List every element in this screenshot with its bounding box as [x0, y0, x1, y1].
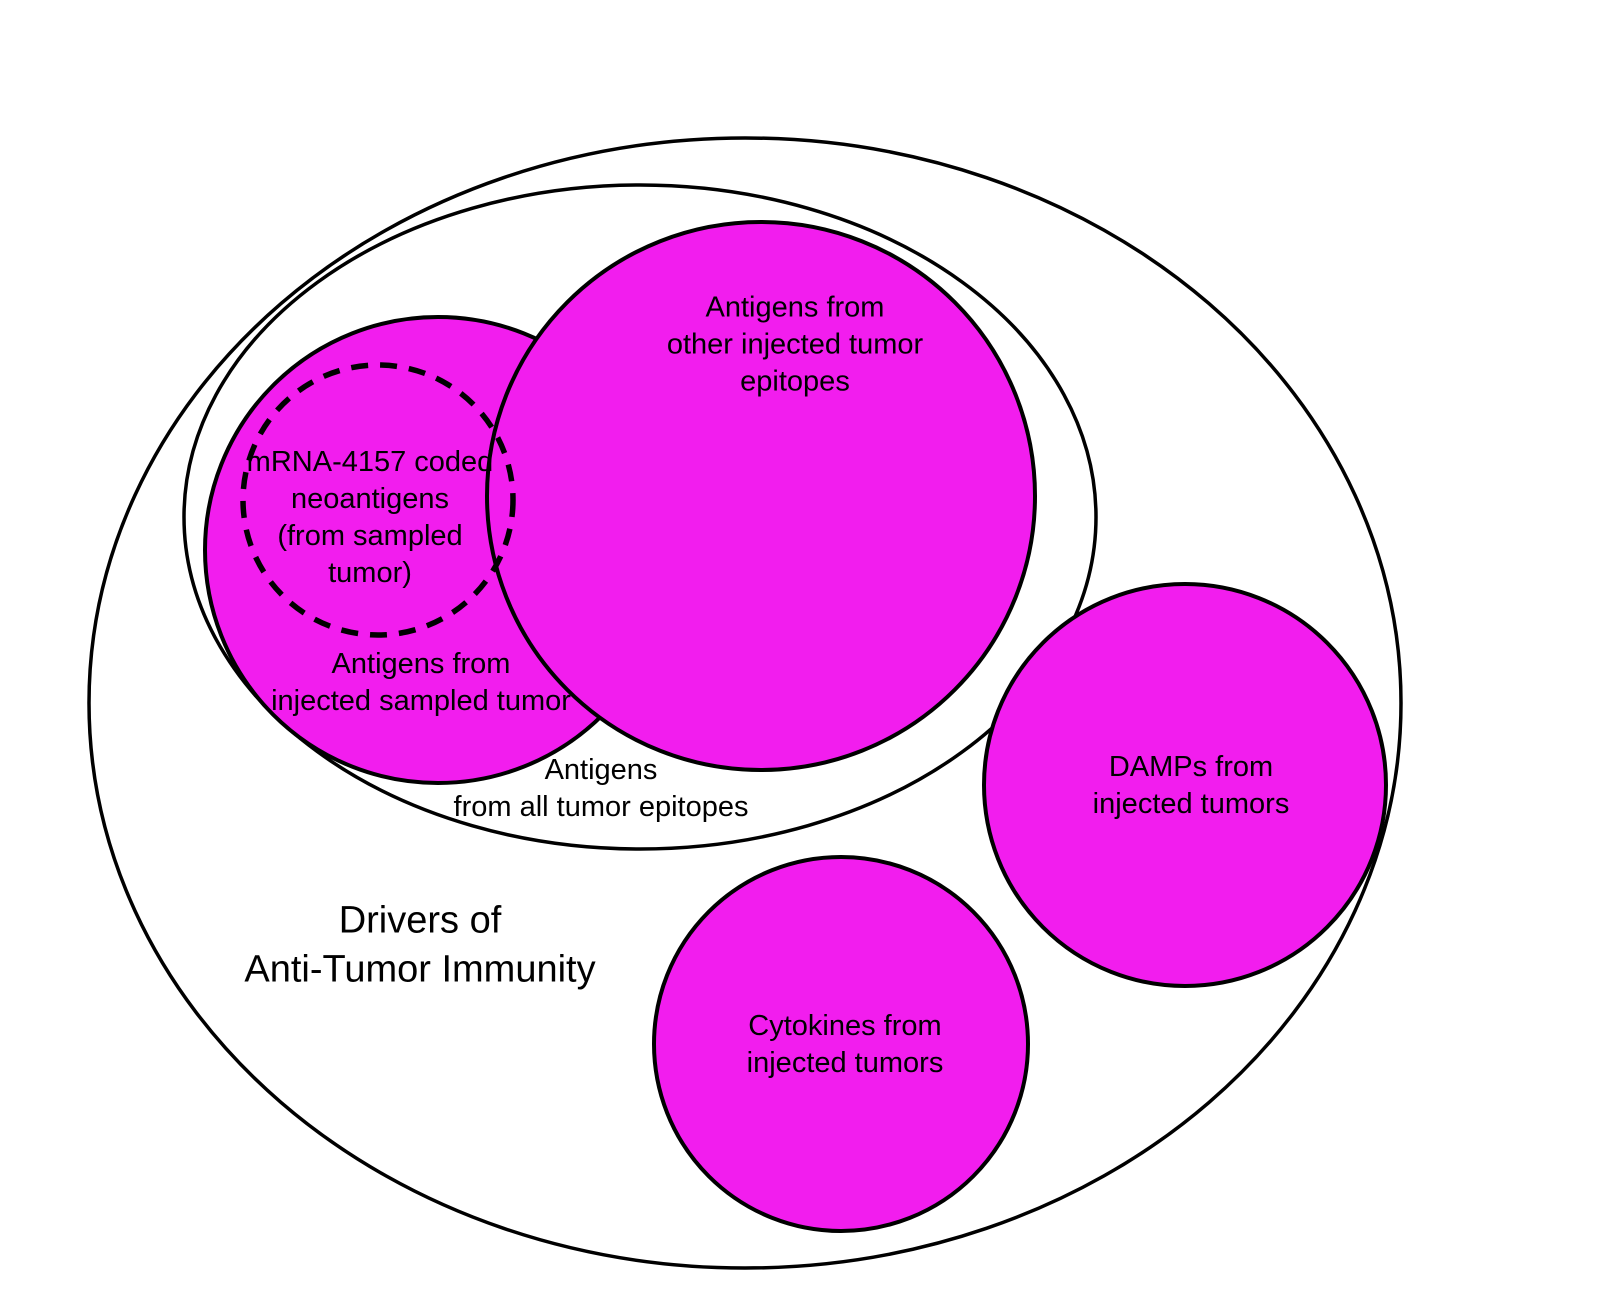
circle-damps: [982, 582, 1388, 988]
circle-other-tumor-antigens: [485, 220, 1037, 772]
circle-cytokines: [652, 855, 1030, 1233]
circle-mrna-neoantigens-dashed: [240, 362, 516, 638]
